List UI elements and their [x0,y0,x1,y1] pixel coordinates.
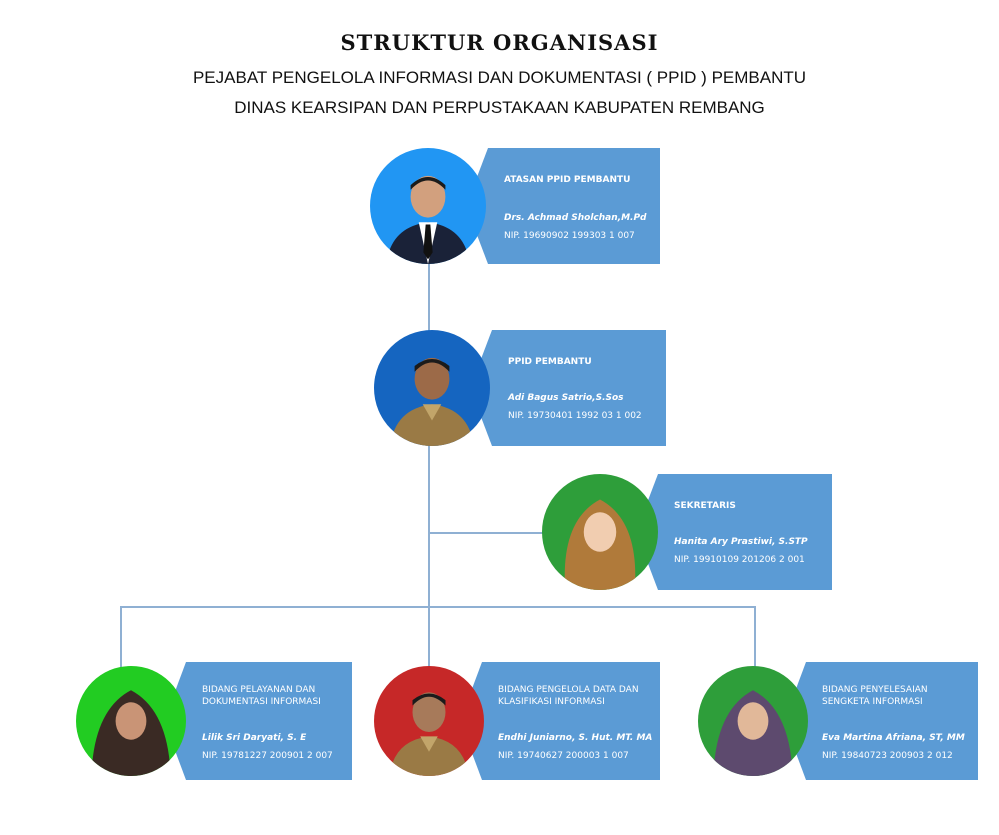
node-name: Endhi Juniarno, S. Hut. MT. MA [498,733,653,743]
chart-title: STRUKTUR ORGANISASI [340,30,659,55]
node-name: Drs. Achmad Sholchan,M.Pd [504,213,647,223]
person-icon [389,692,469,776]
node-role: PPID PEMBANTU [508,357,592,367]
node-name: Hanita Ary Prastiwi, S.STP [674,537,808,547]
connector-bidang-left [120,606,122,670]
connector-atasan-ppid [428,262,430,334]
avatar-pelayanan [76,666,186,776]
person-icon [386,175,470,264]
node-role-line-2: DOKUMENTASI INFORMASI [202,697,321,707]
node-role-line-1: BIDANG PENGELOLA DATA DAN [498,685,639,695]
chart-subtitle-2: DINAS KEARSIPAN DAN PERPUSTAKAAN KABUPAT… [234,98,765,117]
node-role-line-1: BIDANG PELAYANAN DAN [202,685,316,695]
node-card-sekretaris: SEKRETARIS Hanita Ary Prastiwi, S.STP NI… [636,474,832,590]
connector-sekretaris [428,532,548,534]
node-name: Lilik Sri Daryati, S. E [202,733,307,743]
node-role-line-2: SENGKETA INFORMASI [822,697,923,707]
node-nip: NIP. 19740627 200003 1 007 [498,751,629,761]
node-card-atasan: ATASAN PPID PEMBANTU Drs. Achmad Sholcha… [466,148,660,264]
chart-subtitle-1: PEJABAT PENGELOLA INFORMASI DAN DOKUMENT… [192,68,807,87]
avatar-ppid [374,330,490,446]
person-icon [390,357,474,446]
node-nip: NIP. 19690902 199303 1 007 [504,231,635,241]
person-icon [91,690,171,776]
node-card-sengketa: BIDANG PENYELESAIAN SENGKETA INFORMASI E… [784,662,978,780]
avatar-sengketa [698,666,808,776]
node-role-line-2: KLASIFIKASI INFORMASI [498,697,605,707]
node-card-pelayanan: BIDANG PELAYANAN DAN DOKUMENTASI INFORMA… [164,662,352,780]
avatar-atasan [370,148,486,264]
person-icon [713,690,793,776]
connector-bidang-horizontal [120,606,756,608]
node-nip: NIP. 19781227 200901 2 007 [202,751,333,761]
avatar-pengelola [374,666,484,776]
node-role-line-1: BIDANG PENYELESAIAN [822,685,928,695]
node-name: Eva Martina Afriana, ST, MM [822,733,965,743]
person-icon [564,499,636,590]
node-role: SEKRETARIS [674,501,736,511]
connector-ppid-trunk [428,445,430,669]
node-nip: NIP. 19840723 200903 2 012 [822,751,953,761]
node-nip: NIP. 19910109 201206 2 001 [674,555,805,565]
node-role: ATASAN PPID PEMBANTU [504,175,631,185]
node-card-pengelola: BIDANG PENGELOLA DATA DAN KLASIFIKASI IN… [460,662,660,780]
node-name: Adi Bagus Satrio,S.Sos [508,393,624,403]
connector-bidang-right [754,606,756,670]
node-nip: NIP. 19730401 1992 03 1 002 [508,411,642,421]
avatar-sekretaris [542,474,658,590]
node-card-ppid: PPID PEMBANTU Adi Bagus Satrio,S.Sos NIP… [470,330,666,446]
